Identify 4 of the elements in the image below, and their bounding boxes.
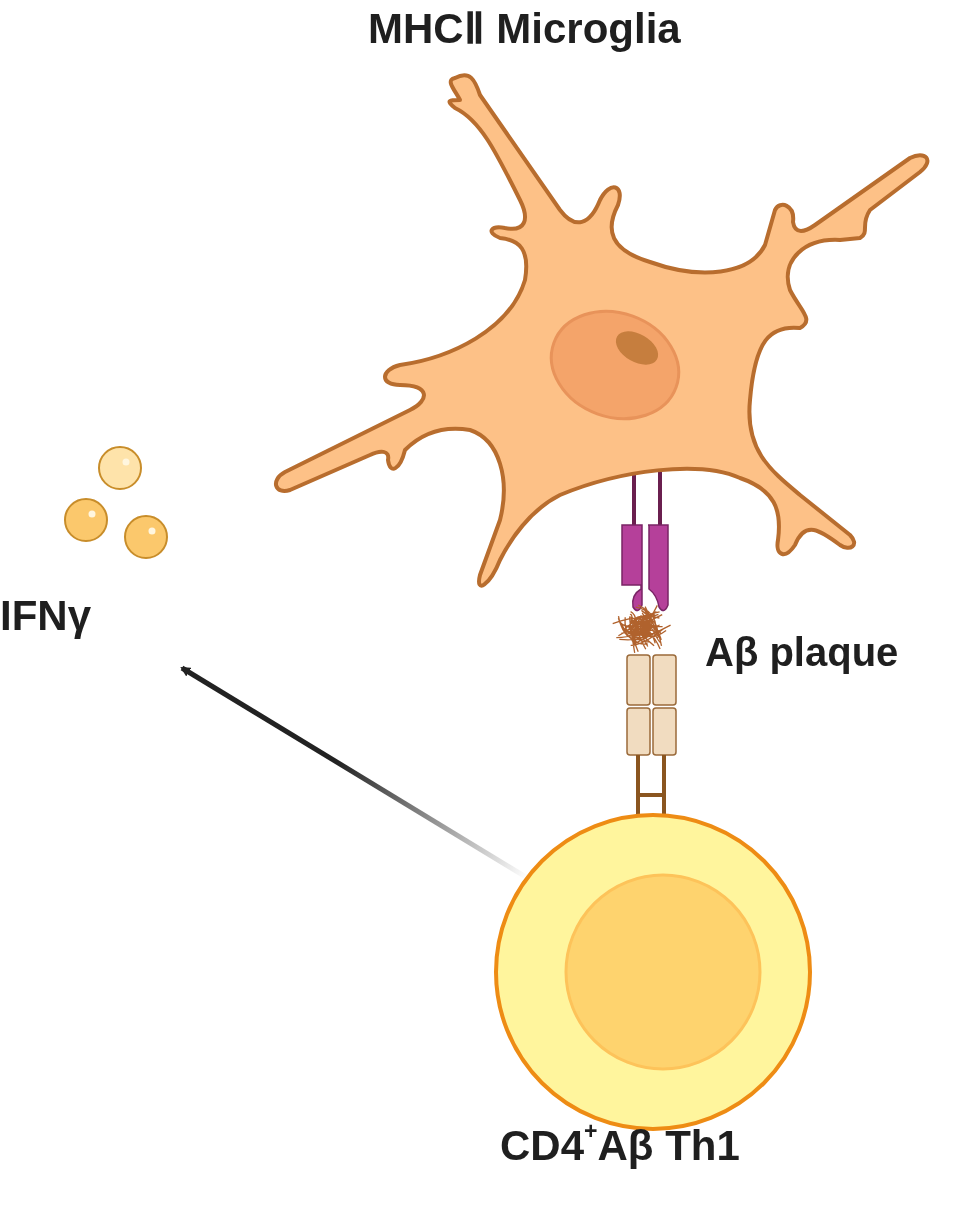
plaque-label: Aβ plaque	[705, 630, 899, 675]
cell-title: CD4$^{+}$Aβ Th1	[500, 1122, 740, 1170]
cytokine-label: IFNγ	[0, 592, 91, 640]
cell-title: MHCⅡ Microglia	[368, 4, 681, 53]
